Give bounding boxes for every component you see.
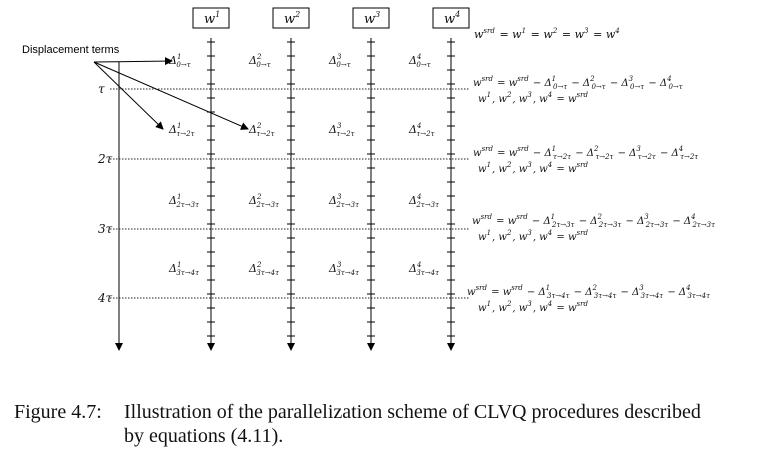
annotation-arrow-2 <box>93 61 164 130</box>
caption-line-1: Illustration of the parallelization sche… <box>124 401 701 423</box>
time-label-1: τ <box>98 82 105 96</box>
init-equation: wsrd = w1 = w2 = w3 = w4 <box>474 27 621 41</box>
figure-caption: Figure 4.7: Illustration of the paralleli… <box>14 400 769 448</box>
annotation-arrow-3 <box>93 61 249 130</box>
worker-label-3: w3 <box>364 10 380 27</box>
worker-label-2: w2 <box>284 10 300 27</box>
worker-box-3 <box>352 7 390 29</box>
reset-equation-2: w1 , w2 , w3 , w4 = wsrd <box>478 161 589 175</box>
caption-label: Figure 4.7: <box>14 401 102 423</box>
reset-equation-4: w1 , w2 , w3 , w4 = wsrd <box>478 300 589 314</box>
displacement-terms-label: Displacement terms <box>22 44 120 56</box>
worker-label-1: w1 <box>204 10 220 27</box>
worker-box-4 <box>432 7 470 29</box>
reset-equation-1: w1 , w2 , w3 , w4 = wsrd <box>478 91 589 105</box>
time-label-4: 4τ <box>97 291 113 305</box>
reset-equation-3: w1 , w2 , w3 , w4 = wsrd <box>478 229 589 243</box>
annotation-arrow-1 <box>93 57 173 66</box>
worker-label-4: w4 <box>444 10 460 27</box>
caption-line-2: by equations (4.11). <box>124 425 284 447</box>
time-label-2: 2τ <box>97 152 113 166</box>
worker-box-1 <box>192 7 230 29</box>
worker-box-2 <box>272 7 310 29</box>
time-label-3: 3τ <box>98 222 113 236</box>
